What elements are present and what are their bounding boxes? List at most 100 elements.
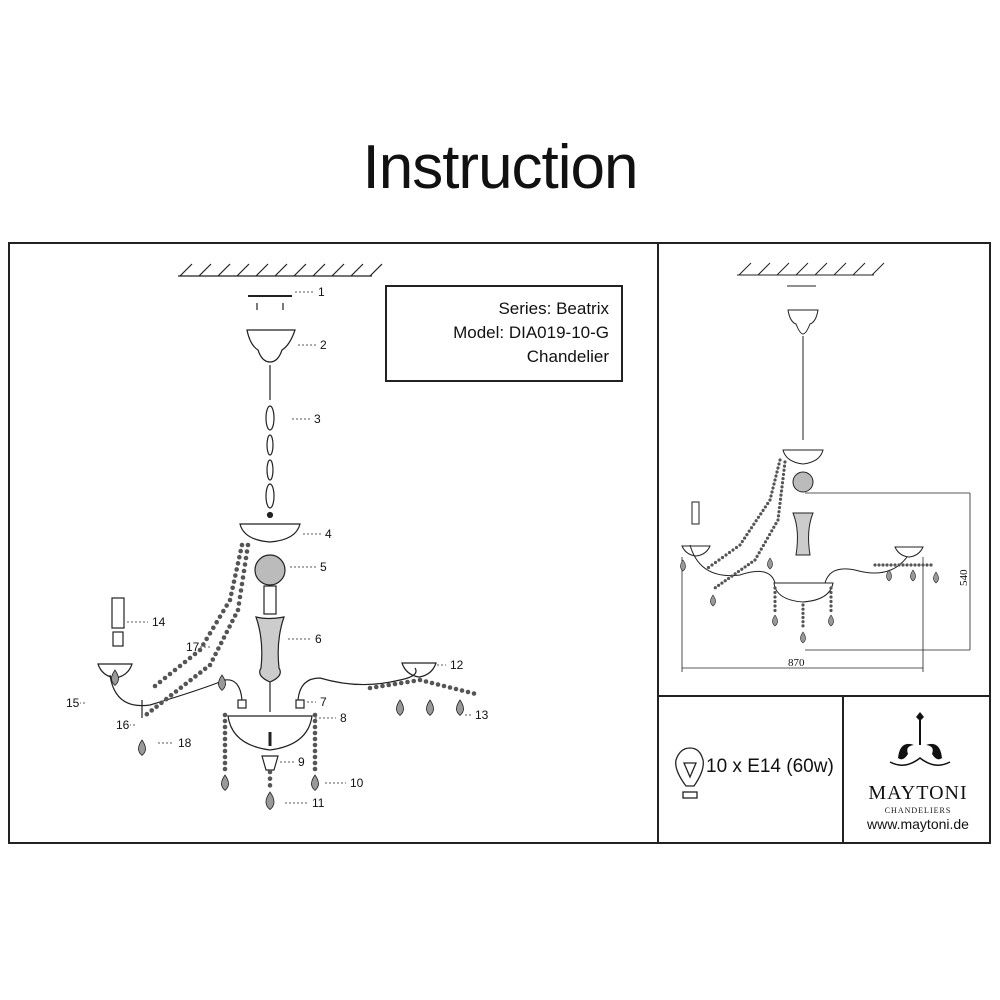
- crystal-drop: [767, 557, 773, 570]
- crystal-bead: [738, 543, 742, 547]
- crystal-bead: [312, 718, 318, 724]
- crystal-bead: [188, 677, 193, 683]
- brand-url[interactable]: www.maytoni.de: [867, 816, 969, 832]
- crystal-bead: [745, 533, 749, 537]
- crystal-bead: [312, 748, 318, 754]
- width-dimension: 870: [788, 657, 805, 669]
- crystal-bead: [417, 677, 423, 683]
- crystal-bead: [773, 599, 777, 604]
- crystal-bead: [224, 603, 229, 608]
- crystal-bead: [917, 563, 921, 567]
- divider-vertical-bottom: [842, 695, 844, 844]
- crystal-bead: [159, 700, 164, 706]
- crystal-bead: [730, 574, 734, 578]
- crystal-bead: [216, 646, 221, 651]
- diagram-frame: [8, 242, 991, 844]
- crystal-bead: [773, 478, 777, 482]
- crystal-bead: [312, 754, 318, 760]
- crystal-bead: [772, 525, 776, 529]
- part-label-12: 12: [450, 658, 464, 672]
- crystal-bead: [392, 681, 398, 687]
- crystal-bead: [423, 679, 429, 684]
- crystal-bead: [779, 489, 784, 493]
- crystal-bead: [204, 636, 209, 642]
- crystal-bead: [236, 601, 242, 606]
- crystal-bead: [453, 686, 459, 692]
- crystal-bead: [759, 547, 763, 551]
- crystal-bead: [471, 691, 477, 696]
- part-label-15: 15: [66, 696, 80, 710]
- crystal-bead: [778, 501, 782, 506]
- crystal-bead: [441, 683, 447, 689]
- height-dimension: 540: [958, 569, 970, 586]
- crystal-bead: [207, 631, 213, 636]
- crystal-bead: [829, 590, 833, 595]
- crystal-bead: [829, 586, 833, 590]
- crystal-bead: [380, 683, 385, 689]
- crystal-bead: [187, 655, 193, 661]
- crystal-bead: [235, 607, 241, 613]
- crystal-drop: [456, 699, 464, 716]
- crystal-bead: [238, 588, 244, 593]
- crystal-bead: [877, 563, 881, 567]
- crystal-bead: [465, 689, 471, 695]
- crystal-bead: [242, 562, 248, 567]
- crystal-bead: [740, 539, 744, 544]
- crystal-bead: [780, 481, 785, 485]
- crystal-bead: [144, 711, 150, 717]
- type-label: Chandelier: [526, 347, 609, 366]
- part-label-5: 5: [320, 560, 327, 574]
- crystal-drop: [710, 594, 716, 607]
- crystal-bead: [222, 730, 228, 736]
- crystal-bead: [783, 460, 787, 464]
- exploded-view: [80, 263, 477, 811]
- crystal-bead: [243, 555, 249, 561]
- crystal-bead: [312, 742, 318, 748]
- crystal-bead: [373, 684, 379, 690]
- crystal-bead: [905, 563, 909, 567]
- crystal-bead: [743, 565, 747, 569]
- crystal-bead: [233, 573, 238, 578]
- assembled-view: [680, 262, 971, 672]
- crystal-bead: [237, 554, 242, 560]
- crystal-bead: [778, 497, 783, 501]
- crystal-bead: [749, 526, 754, 530]
- crystal-bead: [182, 659, 188, 665]
- crystal-bead: [781, 472, 786, 477]
- crystal-bead: [197, 647, 203, 653]
- crystal-bead: [312, 730, 318, 736]
- crystal-bead: [736, 569, 741, 574]
- crystal-bead: [312, 736, 318, 742]
- crystal-bead: [227, 624, 232, 629]
- part-label-8: 8: [340, 711, 347, 725]
- crystal-bead: [717, 558, 721, 562]
- crystal-bead: [754, 519, 758, 523]
- crystal-bead: [222, 766, 228, 772]
- crystal-bead: [873, 563, 877, 567]
- crystal-bead: [234, 567, 239, 572]
- crystal-bead: [770, 529, 774, 533]
- crystal-bead: [312, 760, 318, 766]
- crystal-bead: [411, 678, 417, 684]
- crystal-bead: [235, 561, 241, 566]
- crystal-bead: [761, 508, 765, 512]
- crystal-bead: [777, 510, 781, 514]
- crystal-bead: [731, 548, 735, 552]
- crystal-bead: [218, 640, 224, 646]
- crystal-bead: [777, 505, 782, 510]
- crystal-bead: [801, 607, 805, 611]
- crystal-bead: [222, 760, 228, 766]
- crystal-bead: [244, 549, 250, 554]
- crystal-drop: [396, 699, 404, 716]
- crystal-bead: [232, 613, 238, 618]
- crystal-bead: [801, 611, 805, 615]
- crystal-bead: [777, 462, 781, 466]
- crystal-bead: [239, 581, 245, 587]
- crystal-bead: [720, 555, 725, 560]
- crystal-bead: [781, 476, 785, 481]
- crystal-bead: [172, 667, 178, 673]
- crystal-bead: [447, 685, 453, 690]
- crystal-bead: [776, 466, 780, 470]
- crystal-drop: [311, 774, 319, 791]
